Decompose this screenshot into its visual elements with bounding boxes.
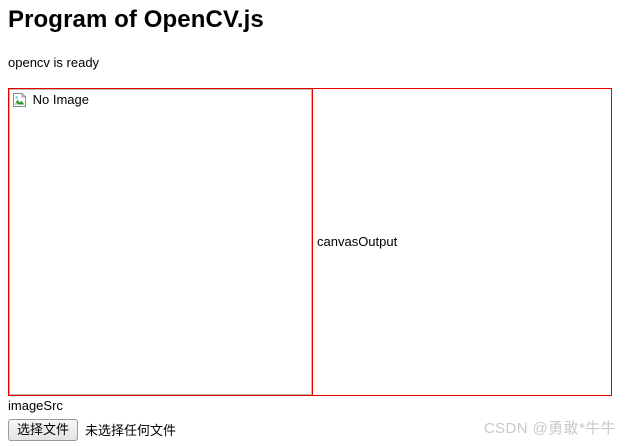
csdn-watermark: CSDN @勇敢*牛牛 xyxy=(483,420,616,437)
image-alt-text: No Image xyxy=(32,92,89,107)
image-src-panel: No Image xyxy=(8,88,313,396)
broken-image-placeholder: No Image xyxy=(12,92,89,110)
page-root: Program of OpenCV.js opencv is ready N xyxy=(8,0,635,446)
canvas-output-label: canvasOutput xyxy=(317,234,398,249)
image-src-field-label: imageSrc xyxy=(8,398,63,413)
page-title: Program of OpenCV.js xyxy=(8,6,264,33)
file-input[interactable]: 选择文件 未选择任何文件 xyxy=(8,419,176,441)
panels-container: No Image canvasOutput xyxy=(8,88,635,396)
broken-image-icon xyxy=(12,92,28,108)
canvas-output-panel[interactable]: canvasOutput xyxy=(312,88,612,396)
image-src-preview[interactable]: No Image xyxy=(9,89,312,395)
opencv-status-text: opencv is ready xyxy=(8,55,100,71)
choose-file-button[interactable]: 选择文件 xyxy=(8,419,79,441)
file-status-text: 未选择任何文件 xyxy=(85,422,177,438)
